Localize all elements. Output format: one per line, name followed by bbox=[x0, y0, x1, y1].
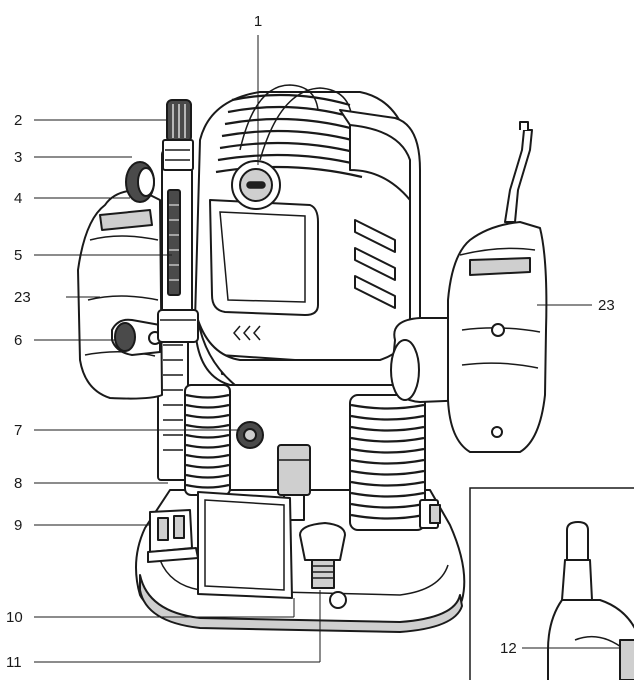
left-handle bbox=[77, 189, 163, 400]
callout-3: 3 bbox=[14, 149, 22, 166]
depth-stop-turret bbox=[147, 509, 199, 563]
callout-9: 9 bbox=[14, 517, 22, 534]
callout-7: 7 bbox=[14, 422, 22, 439]
callout-23-left: 23 bbox=[14, 289, 31, 306]
callout-1: 1 bbox=[254, 13, 262, 30]
left-column bbox=[157, 329, 189, 481]
callout-4: 4 bbox=[14, 190, 22, 207]
callout-labels: 1 2 3 4 5 23 6 7 8 9 10 11 23 12 bbox=[6, 13, 615, 671]
callout-11: 11 bbox=[6, 654, 22, 671]
right-handle bbox=[447, 121, 548, 453]
callout-2: 2 bbox=[14, 112, 22, 129]
inset-detail-box bbox=[469, 487, 634, 680]
power-switch bbox=[231, 160, 281, 210]
fine-adjust-wheel bbox=[125, 161, 155, 203]
base-lock-knob bbox=[299, 522, 347, 609]
chip-guard bbox=[197, 491, 293, 599]
right-base-clamp bbox=[419, 499, 441, 529]
callout-23-right: 23 bbox=[598, 297, 615, 314]
leader-lines bbox=[34, 35, 620, 663]
left-spring-bellows bbox=[184, 384, 231, 496]
right-spring-bellows bbox=[349, 394, 426, 531]
depth-rod bbox=[161, 99, 194, 341]
callout-12: 12 bbox=[500, 640, 517, 657]
plunge-lock-knob bbox=[236, 421, 264, 449]
callout-5: 5 bbox=[14, 247, 22, 264]
depth-lock-knob bbox=[111, 318, 162, 356]
rod-collar bbox=[157, 309, 199, 343]
motor-housing bbox=[194, 84, 421, 386]
callout-8: 8 bbox=[14, 475, 22, 492]
callout-6: 6 bbox=[14, 332, 22, 349]
callout-10: 10 bbox=[6, 609, 23, 626]
